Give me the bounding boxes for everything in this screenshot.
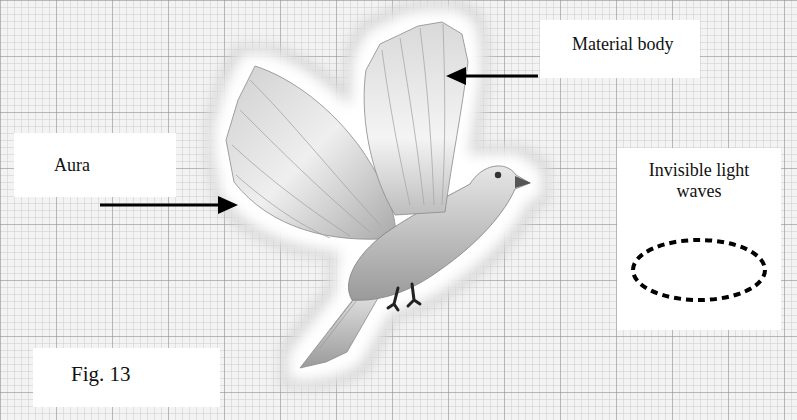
label-text: Material body	[572, 34, 673, 55]
label-text: Invisible light waves	[629, 160, 769, 201]
label-box: Material body	[540, 20, 700, 78]
label-box: Invisible light waves	[617, 148, 781, 330]
caption-box: Fig. 13	[33, 348, 220, 407]
label-box: Aura	[14, 133, 176, 197]
figure-caption: Fig. 13	[71, 362, 131, 386]
label-text: Aura	[54, 155, 90, 176]
